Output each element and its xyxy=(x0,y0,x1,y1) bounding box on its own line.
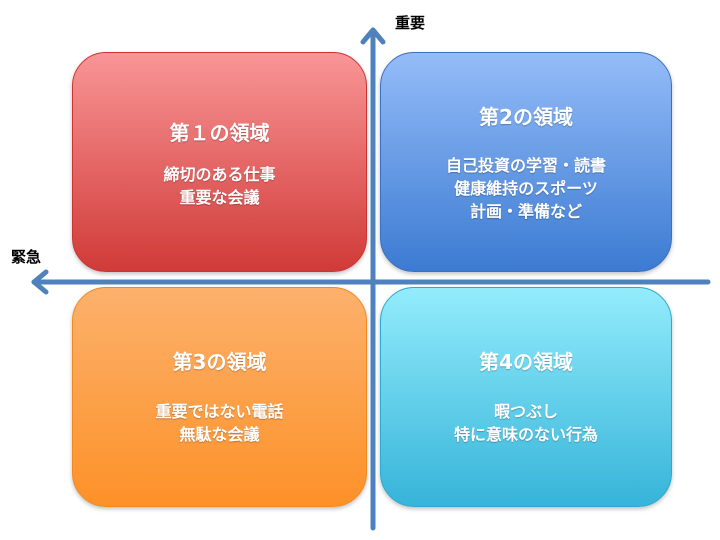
quadrant-2: 第2の領域 自己投資の学習・読書 健康維持のスポーツ 計画・準備など xyxy=(380,52,672,272)
importance-axis-label: 重要 xyxy=(395,14,426,32)
quadrant-2-title: 第2の領域 xyxy=(479,105,573,129)
urgency-axis-label: 緊急 xyxy=(11,248,42,266)
vertical-arrowhead-icon xyxy=(360,27,386,45)
quadrant-1-title: 第１の領域 xyxy=(169,121,270,145)
quadrant-2-line: 健康維持のスポーツ xyxy=(454,179,598,198)
quadrant-1-line: 締切のある仕事 xyxy=(163,165,276,184)
quadrant-2-line: 計画・準備など xyxy=(469,202,582,221)
quadrant-1-line: 重要な会議 xyxy=(179,188,260,207)
quadrant-4: 第4の領域 暇つぶし 特に意味のない行為 xyxy=(380,287,672,507)
quadrant-4-line: 特に意味のない行為 xyxy=(453,425,598,444)
quadrant-4-title: 第4の領域 xyxy=(479,350,573,374)
quadrant-4-line: 暇つぶし xyxy=(493,402,558,421)
horizontal-arrowhead-icon xyxy=(31,269,49,295)
quadrant-1: 第１の領域 締切のある仕事 重要な会議 xyxy=(72,52,367,272)
quadrant-3: 第3の領域 重要ではない電話 無駄な会議 xyxy=(72,287,367,507)
quadrant-1-body: 締切のある仕事 重要な会議 xyxy=(73,163,366,209)
quadrant-2-body: 自己投資の学習・読書 健康維持のスポーツ 計画・準備など xyxy=(381,154,671,223)
quadrant-2-line: 自己投資の学習・読書 xyxy=(445,156,606,175)
quadrant-3-title: 第3の領域 xyxy=(172,350,267,374)
quadrant-3-line: 無駄な会議 xyxy=(179,425,260,444)
quadrant-3-body: 重要ではない電話 無駄な会議 xyxy=(73,400,366,446)
quadrant-4-body: 暇つぶし 特に意味のない行為 xyxy=(381,400,671,446)
quadrant-3-line: 重要ではない電話 xyxy=(155,402,284,421)
